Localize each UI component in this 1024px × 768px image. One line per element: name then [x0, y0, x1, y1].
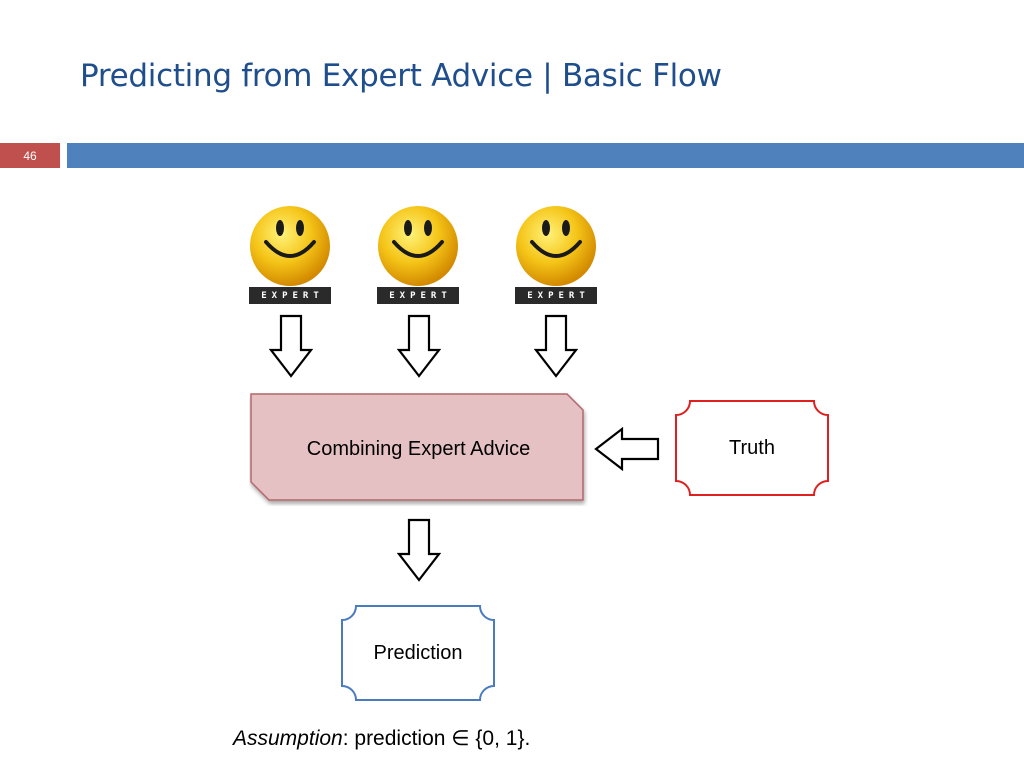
smiley-face-icon	[250, 206, 330, 286]
smiley-face-icon	[516, 206, 596, 286]
arrow-down-icon	[269, 314, 313, 378]
prediction-box: Prediction	[340, 604, 496, 702]
truth-box: Truth	[674, 399, 830, 497]
assumption-lead: Assumption	[233, 727, 343, 750]
combining-expert-advice-box: Combining Expert Advice	[249, 392, 588, 506]
expert-badge: EXPERT	[377, 287, 459, 304]
header-accent-bar	[67, 143, 1024, 168]
prediction-label: Prediction	[373, 641, 463, 664]
expert-badge: EXPERT	[249, 287, 331, 304]
expert-3: EXPERT	[514, 204, 598, 304]
arrow-left-icon	[594, 427, 660, 471]
expert-1: EXPERT	[248, 204, 332, 304]
arrow-down-icon	[397, 518, 441, 582]
assumption-text: Assumption: prediction ∈ {0, 1}.	[233, 726, 530, 751]
expert-2: EXPERT	[376, 204, 460, 304]
slide-title: Predicting from Expert Advice | Basic Fl…	[80, 58, 722, 94]
arrow-down-icon	[397, 314, 441, 378]
truth-label: Truth	[729, 436, 775, 459]
assumption-rest: : prediction ∈ {0, 1}.	[342, 727, 531, 750]
combiner-label: Combining Expert Advice	[306, 437, 531, 460]
smiley-face-icon	[378, 206, 458, 286]
expert-badge: EXPERT	[515, 287, 597, 304]
slide-number: 46	[0, 143, 60, 168]
arrow-down-icon	[534, 314, 578, 378]
